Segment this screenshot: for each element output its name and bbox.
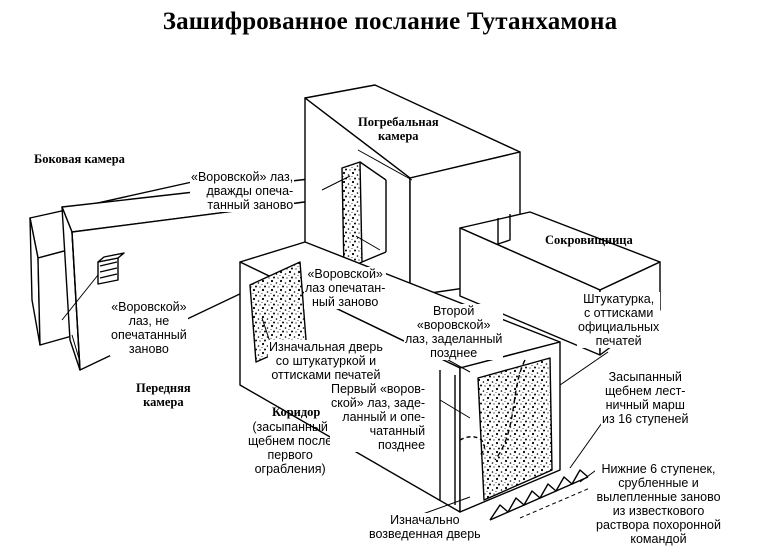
page-title: Зашифрованное послание Тутанхамона <box>162 8 618 35</box>
corridor-note-label: (засыпанный щебнем после первого ограбле… <box>248 420 333 476</box>
second-thief-hole-label: Второй «воровской» лаз, заделанный поздн… <box>404 304 504 360</box>
thief-hole-resealed-label: «Воровской» лаз опечатан- ный заново <box>304 267 387 309</box>
original-door-label: Изначальная дверь со штукатуркой и оттис… <box>268 340 384 382</box>
thief-hole-not-resealed-label: «Воровской» лаз, не опечатанный заново <box>110 300 188 356</box>
plaster-label: Штукатурка, с оттисками официальных печа… <box>577 292 661 348</box>
original-erected-door-label: Изначально возведенная дверь <box>368 513 482 541</box>
burial-chamber-label: Погребальная камера <box>358 115 439 143</box>
filled-staircase-label: Засыпанный щебнем лест- ничный марш из 1… <box>601 370 690 426</box>
front-chamber-label: Передняя камера <box>136 381 191 409</box>
corridor-title-label: Коридор <box>272 405 321 419</box>
thief-hole-twice-resealed-label: «Воровской» лаз, дважды опеча- танный за… <box>190 170 295 212</box>
burial-chamber <box>304 84 521 297</box>
staircase <box>489 469 591 521</box>
lower-steps-label: Нижние 6 ступенек, срубленные и вылеплен… <box>595 462 722 546</box>
first-thief-hole-label: Первый «воров- ской» лаз, заде- ланный и… <box>330 382 427 452</box>
side-chamber-label: Боковая камера <box>34 152 125 166</box>
treasury-label: Сокровищница <box>545 233 633 247</box>
